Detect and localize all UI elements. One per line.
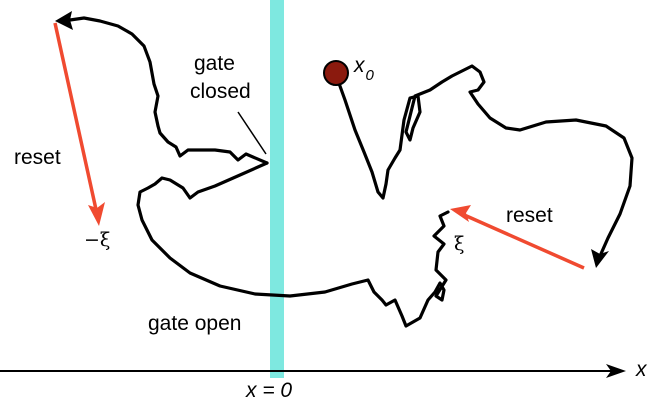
reset-arrow-right bbox=[461, 212, 585, 270]
reset-label-right: reset bbox=[506, 204, 553, 227]
xi-label: ξ bbox=[454, 233, 464, 255]
random-walk-right bbox=[334, 64, 634, 258]
gate-closed-leader bbox=[237, 111, 267, 155]
reset-arrow-left bbox=[53, 22, 99, 215]
random-walk-left bbox=[68, 16, 269, 165]
gate-open-label: gate open bbox=[148, 312, 241, 335]
reset-arrow-right-head bbox=[450, 205, 471, 222]
gate-closed-label-line2: closed bbox=[190, 80, 251, 103]
gate-bar bbox=[270, 0, 284, 378]
minus-xi-label: −ξ bbox=[84, 229, 110, 251]
x0-label: x0 bbox=[353, 54, 375, 84]
x0-label-base: x bbox=[353, 54, 366, 77]
walk-right-arrowhead bbox=[591, 249, 609, 268]
reset-label-left: reset bbox=[14, 146, 61, 169]
gate-closed-label-line1: gate bbox=[194, 52, 235, 75]
x-axis-label: x bbox=[635, 358, 648, 381]
reset-arrow-left-head bbox=[88, 202, 105, 226]
x-axis-arrowhead bbox=[606, 364, 626, 378]
random-walk-lower bbox=[136, 161, 450, 328]
x-equals-zero-label: x = 0 bbox=[245, 379, 292, 402]
walk-left-arrowhead bbox=[55, 11, 73, 30]
x0-label-sub: 0 bbox=[366, 67, 375, 84]
start-point-x0 bbox=[323, 60, 349, 86]
